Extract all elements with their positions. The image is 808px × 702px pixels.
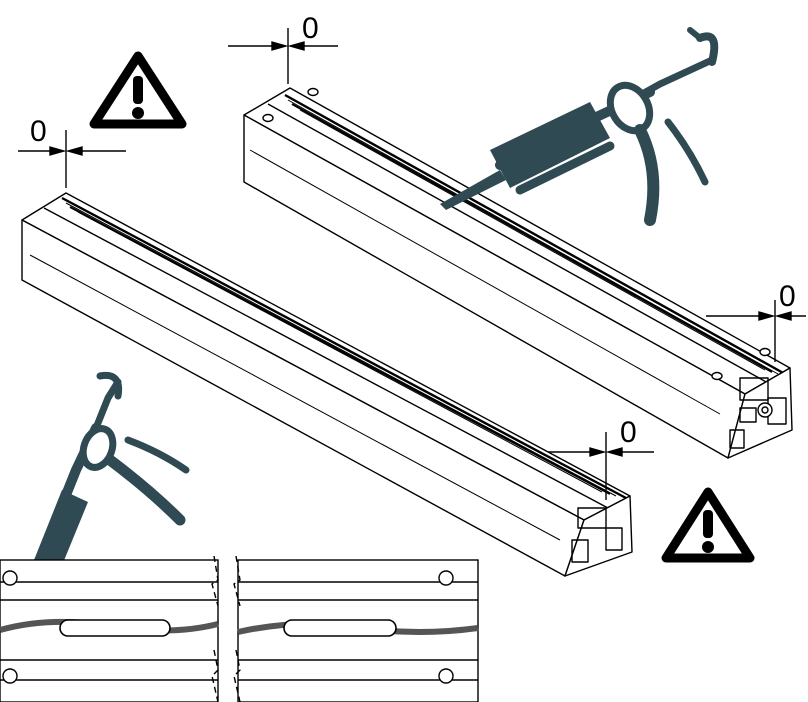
dimension-label: 0 bbox=[302, 12, 319, 45]
rail-joint-detail bbox=[0, 555, 479, 702]
dimension-marker: 0 bbox=[18, 115, 126, 188]
dimension-label: 0 bbox=[620, 416, 637, 449]
warning-triangle-icon bbox=[661, 487, 755, 563]
warning-triangle-icon bbox=[89, 51, 187, 129]
caulking-gun-icon bbox=[440, 27, 719, 226]
profile-rail-back bbox=[243, 87, 793, 459]
dimension-marker: 0 bbox=[706, 280, 806, 362]
dimension-label: 0 bbox=[30, 115, 47, 148]
profile-rail-front bbox=[21, 192, 633, 577]
dimension-label: 0 bbox=[779, 280, 796, 313]
dimension-marker: 0 bbox=[228, 12, 338, 84]
dimension-marker: 0 bbox=[548, 416, 654, 500]
